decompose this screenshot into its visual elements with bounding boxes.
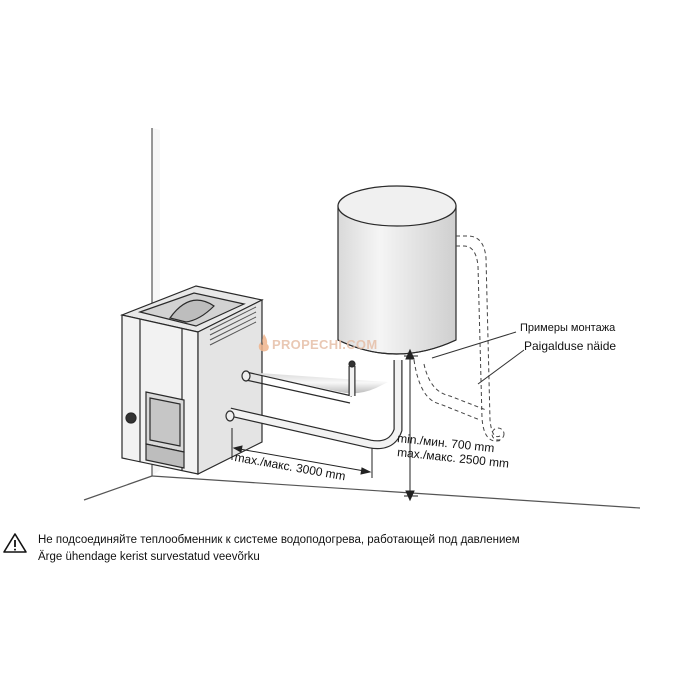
label-leaders bbox=[431, 331, 525, 385]
watermark-text: PROPECHI.COM bbox=[272, 337, 378, 352]
flame-icon bbox=[258, 334, 269, 352]
alternative-pipes bbox=[413, 235, 505, 442]
label-install-examples-et: Paigalduse näide bbox=[524, 339, 617, 353]
warning-triangle-icon bbox=[3, 533, 27, 553]
label-install-examples-ru: Примеры монтажа bbox=[520, 322, 616, 334]
connection-pipes bbox=[225, 360, 403, 450]
dimension-horizontal bbox=[231, 428, 373, 478]
watermark: PROPECHI.COM bbox=[258, 334, 378, 352]
warning-text-et: Ärge ühendage kerist survestatud veevõrk… bbox=[38, 551, 260, 563]
water-tank bbox=[337, 185, 457, 355]
warning-text-ru: Не подсоединяйте теплообменник к системе… bbox=[38, 534, 520, 546]
sauna-heater bbox=[119, 285, 264, 475]
dimension-vertical bbox=[404, 348, 418, 502]
